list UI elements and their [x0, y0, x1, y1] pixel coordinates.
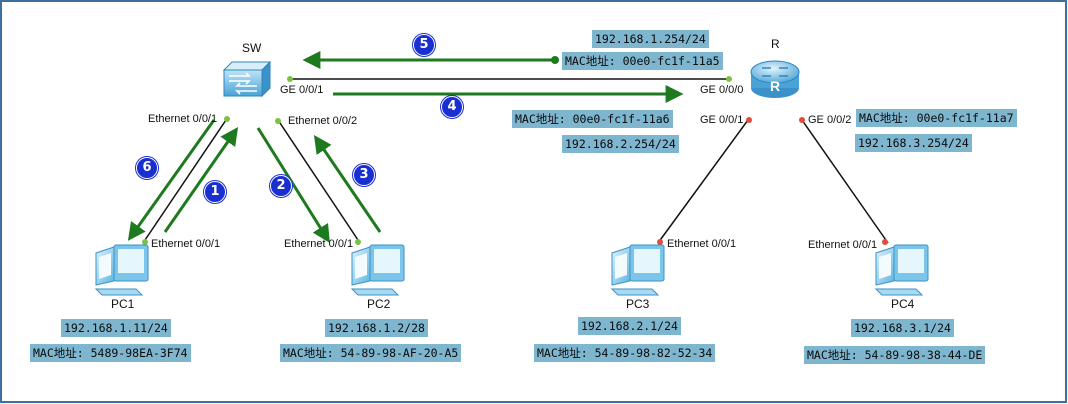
port-dot [799, 117, 805, 123]
port-dot [275, 118, 281, 124]
flow-arrow-3 [313, 135, 382, 233]
mac-label-pc3: MAC地址: 54-89-98-82-52-34 [534, 344, 716, 362]
device-name-r: R [771, 37, 780, 51]
link-r-pc3 [657, 119, 749, 244]
port-dot [657, 239, 663, 245]
pc-icon [350, 244, 405, 296]
port-dot [355, 239, 361, 245]
port-dot [746, 117, 752, 123]
port-label-r-ge002: GE 0/0/2 [808, 114, 852, 126]
step-marker-4: 4 [441, 96, 463, 118]
flow-arrow-1 [163, 127, 239, 233]
flow-arrow-6 [127, 119, 216, 241]
device-name-pc2: PC2 [367, 297, 391, 311]
port-dot [287, 76, 293, 82]
ip-label-r-ge000: 192.168.1.254/24 [592, 30, 709, 48]
ip-label-pc4: 192.168.3.1/24 [851, 319, 954, 337]
mac-label-r-ge001: MAC地址: 00e0-fc1f-11a6 [512, 110, 673, 128]
svg-text:R: R [770, 78, 780, 94]
step-marker-6: 6 [136, 157, 158, 179]
mac-label-pc1: MAC地址: 5489-98EA-3F74 [30, 344, 191, 362]
port-label-pc4-e001: Ethernet 0/0/1 [808, 239, 878, 251]
port-dot [224, 116, 230, 122]
flow-start-dot [551, 56, 559, 64]
pc-icon [94, 244, 149, 296]
port-label-pc3-e001: Ethernet 0/0/1 [667, 238, 737, 250]
pc-icon [610, 244, 665, 296]
device-name-sw: SW [242, 41, 262, 55]
link-r-pc4 [801, 119, 889, 244]
ip-label-r-ge002: 192.168.3.254/24 [855, 134, 972, 152]
mac-label-pc4: MAC地址: 54-89-98-38-44-DE [804, 346, 986, 364]
step-marker-1: 1 [204, 181, 226, 203]
mac-label-pc2: MAC地址: 54-89-98-AF-20-A5 [280, 344, 462, 362]
mac-label-r-ge002: MAC地址: 00e0-fc1f-11a7 [856, 109, 1017, 127]
port-label-sw-e001: Ethernet 0/0/1 [148, 113, 218, 125]
link-sw-pc1 [142, 119, 227, 244]
ip-label-r-ge001: 192.168.2.254/24 [562, 135, 679, 153]
device-name-pc3: PC3 [626, 297, 650, 311]
flow-arrow-2 [256, 127, 330, 244]
ip-label-pc3: 192.168.2.1/24 [578, 317, 681, 335]
ip-label-pc1: 192.168.1.11/24 [61, 319, 171, 337]
port-dot [142, 239, 148, 245]
step-marker-3: 3 [353, 164, 375, 186]
port-label-sw-ge001: GE 0/0/1 [280, 84, 324, 96]
ip-label-pc2: 192.168.1.2/28 [325, 319, 428, 337]
pc-icon [874, 244, 929, 296]
port-label-r-ge001: GE 0/0/1 [700, 114, 744, 126]
step-marker-2: 2 [270, 175, 292, 197]
port-dot [882, 239, 888, 245]
port-label-pc2-e001: Ethernet 0/0/1 [284, 238, 354, 250]
switch-icon [222, 60, 272, 98]
port-label-sw-e002: Ethernet 0/0/2 [288, 115, 358, 127]
step-marker-5: 5 [413, 34, 435, 56]
port-dot [726, 76, 732, 82]
mac-label-r-ge000: MAC地址: 00e0-fc1f-11a5 [562, 52, 723, 70]
device-name-pc1: PC1 [111, 297, 135, 311]
router-icon: R [750, 60, 800, 98]
link-sw-pc2 [277, 119, 361, 244]
port-label-r-ge000: GE 0/0/0 [700, 84, 744, 96]
port-label-pc1-e001: Ethernet 0/0/1 [151, 238, 221, 250]
device-name-pc4: PC4 [891, 297, 915, 311]
